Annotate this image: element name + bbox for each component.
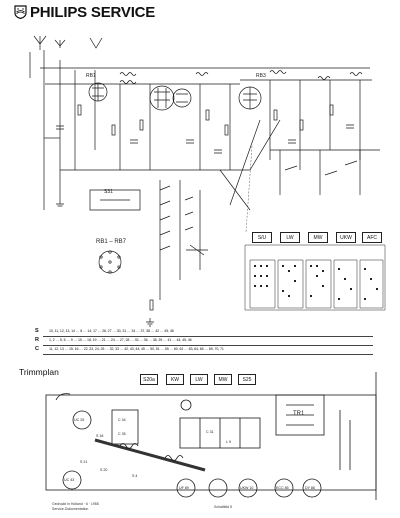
legend-row-s: S 10, 11, 12, 13, 14 … 8 … 14, 17 … 26, … [35, 328, 373, 337]
legend-key: S [35, 328, 39, 334]
trim-part-label: UF 89 [179, 486, 189, 490]
trim-part-label: L 9 [226, 440, 231, 444]
button-bank-key-4: AFC [362, 232, 382, 243]
trimmplan-title: Trimmplan [19, 367, 59, 377]
trim-switch-3: MW [214, 374, 232, 385]
legend-row-c: C 11, 12, 13 … 15, 16 … 22, 23, 24, 25 …… [35, 346, 373, 355]
trim-part-label: S 18 [96, 434, 104, 438]
trim-switch-0: S20a [140, 374, 158, 385]
brand-title: PHILIPS SERVICE [30, 3, 156, 21]
trim-part-label: S 21 [80, 460, 88, 464]
tube-label-rb1: RB1 [86, 73, 96, 79]
trim-part-label: S 20 [100, 468, 108, 472]
legend-values: 11, 12, 13 … 15, 16 … 22, 23, 24, 25 … 3… [49, 347, 224, 351]
trim-part-label: C 31 [206, 430, 214, 434]
trim-switch-2: LW [190, 374, 208, 385]
button-bank-key-0: S/U [252, 232, 272, 243]
footer-sheet-number: Schaltbild 5 [214, 505, 233, 509]
trim-part-label: DY 86 [305, 486, 315, 490]
transformer-label: TR1 [293, 411, 305, 417]
trim-part-label: C 35 [118, 432, 126, 436]
button-bank-key-2: MW [308, 232, 328, 243]
philips-shield-icon [14, 5, 27, 19]
trim-part-label: ECC 85 [276, 486, 289, 490]
trim-switch-1: KW [166, 374, 184, 385]
legend-key: C [35, 346, 39, 352]
button-bank-key-3: UKW [336, 232, 356, 243]
trim-part-label: S 4 [132, 474, 138, 478]
part-legend: S 10, 11, 12, 13, 14 … 8 … 14, 17 … 26, … [35, 328, 373, 356]
legend-values: 10, 11, 12, 13, 14 … 8 … 14, 17 … 26, 27… [49, 329, 174, 333]
trim-part-label: UC 43 [64, 478, 75, 482]
legend-row-r: R 1, 2 … 5, 6 … 9 … 15 … 18, 19 … 21 … 2… [35, 337, 373, 346]
trim-part-label: UC 25 [74, 418, 85, 422]
trim-part-label: UKW 10 [240, 486, 254, 490]
footer-print-note: Gedruckt in Holland · 6 · 1958 [52, 502, 99, 506]
footer-doc-note: Service-Dokumentation [52, 507, 89, 511]
tube-base-label: RB1 – RB7 [96, 239, 127, 245]
legend-key: R [35, 337, 39, 343]
trim-switch-4: S25 [238, 374, 256, 385]
selector-label: S31 [104, 189, 113, 195]
trim-part-label: C 34 [118, 418, 126, 422]
tube-label-rb3: RB3 [256, 73, 266, 79]
legend-values: 1, 2 … 5, 6 … 9 … 15 … 18, 19 … 21 … 24 … [49, 338, 192, 342]
button-bank-key-1: LW [280, 232, 300, 243]
header: PHILIPS SERVICE [14, 3, 155, 21]
